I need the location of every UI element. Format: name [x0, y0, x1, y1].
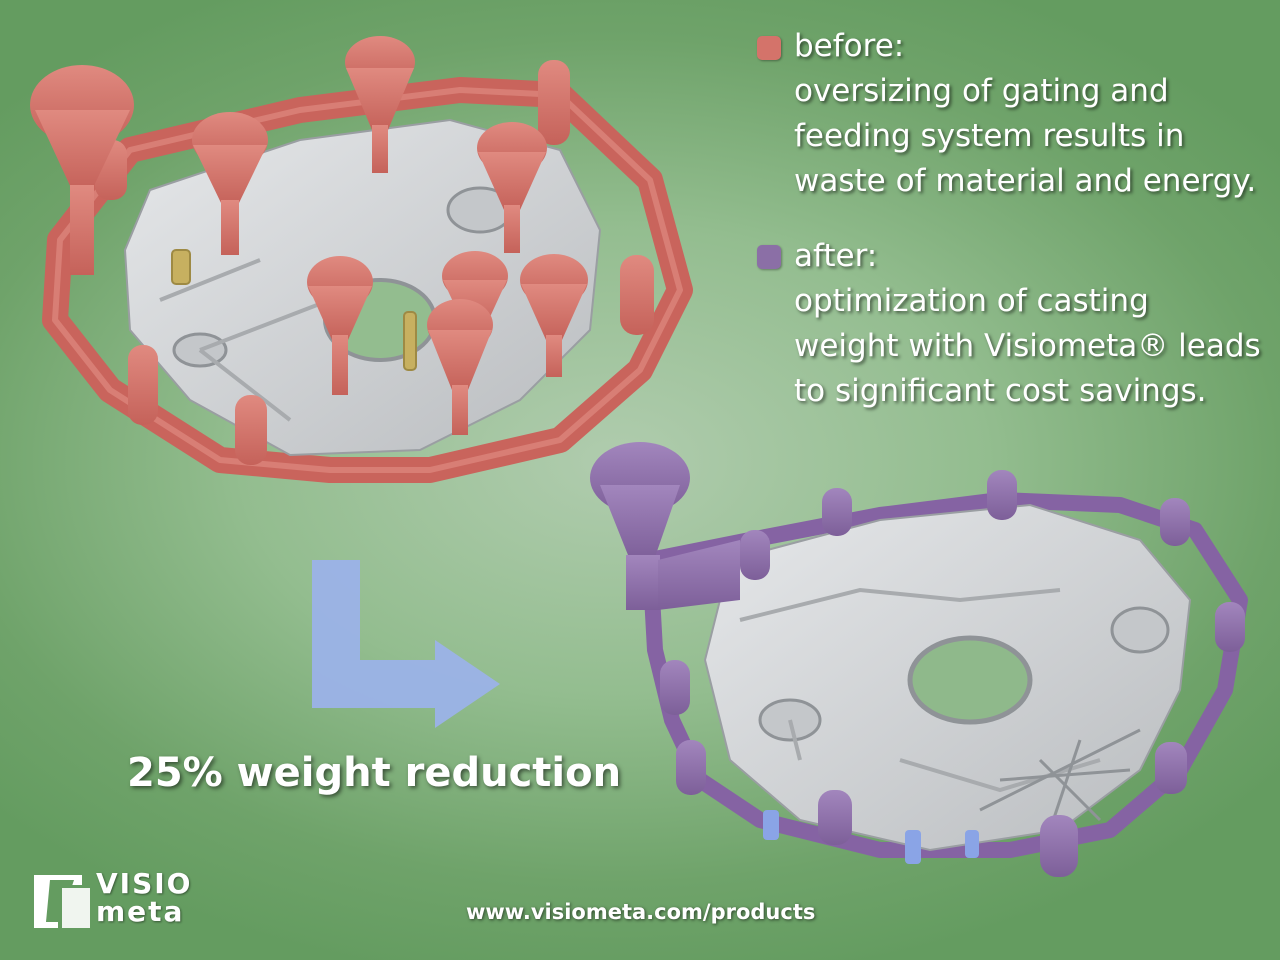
- logo-word-bottom: meta: [96, 895, 185, 928]
- l-shaped-arrow-icon: [312, 560, 500, 728]
- after-line: weight with Visiometa® leads: [794, 328, 1261, 364]
- after-label: after:: [794, 238, 878, 274]
- after-center-hole: [907, 635, 1033, 725]
- before-sprue: [520, 254, 588, 377]
- before-line: oversizing of gating and: [794, 73, 1169, 109]
- after-line: to significant cost savings.: [794, 373, 1207, 409]
- before-sprue: [30, 65, 134, 275]
- before-line: feeding system results in: [794, 118, 1185, 154]
- before-sprue: [427, 299, 493, 435]
- products-url-link[interactable]: www.visiometa.com/products: [466, 900, 816, 924]
- before-label: before:: [794, 28, 905, 64]
- logo-word-top: VISIO: [96, 867, 193, 900]
- before-casting-model: [30, 36, 693, 483]
- before-sprue: [477, 122, 547, 253]
- weight-reduction-headline: 25% weight reduction: [127, 750, 622, 796]
- before-sprue: [307, 256, 373, 395]
- after-legend: after: optimization of casting weight wi…: [794, 234, 1261, 414]
- visiometa-logo-icon: [34, 875, 90, 928]
- after-color-swatch: [757, 245, 781, 269]
- after-line: optimization of casting: [794, 283, 1149, 319]
- before-pin: [171, 249, 191, 285]
- after-casting-model: [590, 442, 1248, 877]
- visiometa-logo: VISIO meta: [30, 868, 220, 932]
- after-sprue: [590, 442, 740, 610]
- before-line: waste of material and energy.: [794, 163, 1257, 199]
- before-pin: [403, 311, 417, 371]
- before-color-swatch: [757, 36, 781, 60]
- before-legend: before: oversizing of gating and feeding…: [794, 24, 1256, 204]
- before-sprue: [345, 36, 415, 173]
- before-sprue: [192, 112, 268, 255]
